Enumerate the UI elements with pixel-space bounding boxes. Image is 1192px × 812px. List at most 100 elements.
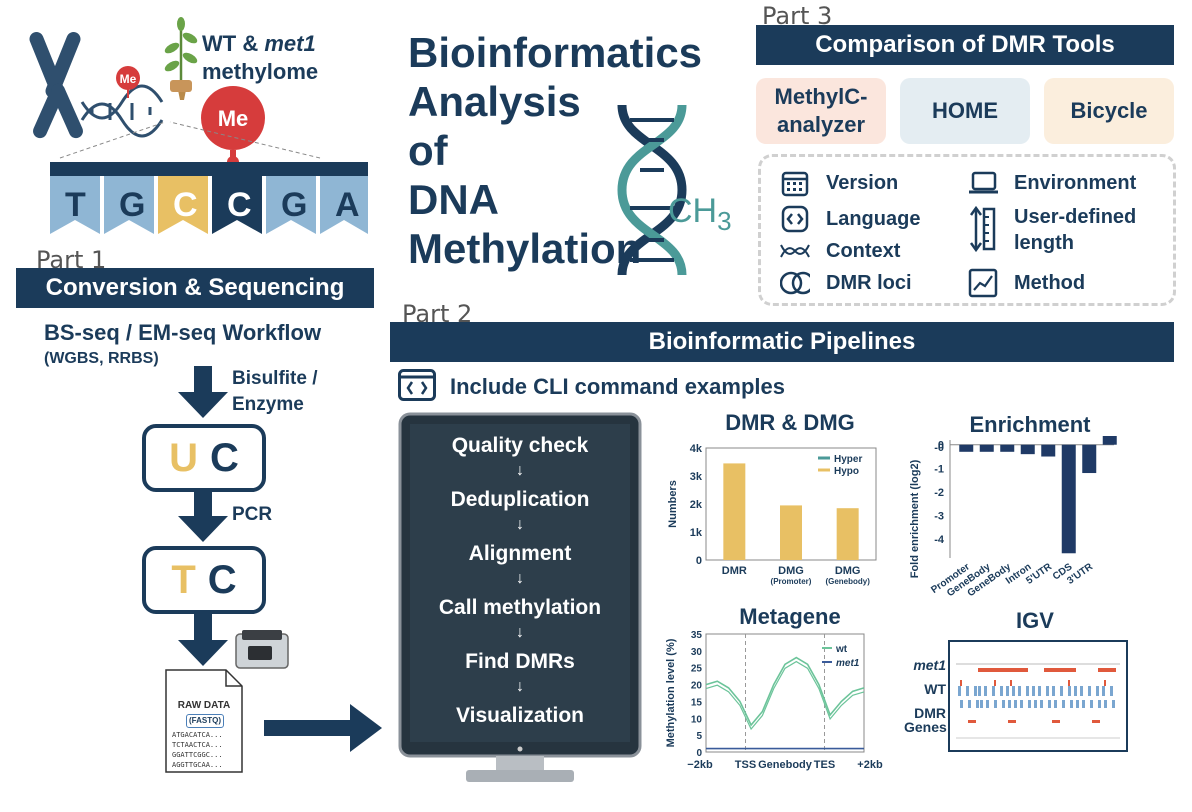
base-3: C xyxy=(173,186,198,224)
igv-label-dmr: DMR xyxy=(914,705,946,721)
down-arrow-1 xyxy=(178,366,228,423)
meta-xtick: Genebody xyxy=(758,759,813,771)
igv-wt-tick xyxy=(1006,686,1009,696)
laptop-icon xyxy=(968,168,998,198)
igv-wt-tick xyxy=(966,686,969,696)
pipeline-arrow-3: ↓ xyxy=(516,570,524,587)
igv-wt-tick xyxy=(1054,700,1057,708)
legend-wt: wt xyxy=(835,644,848,655)
tool-methylc-line2: analyzer xyxy=(776,112,866,137)
right-arrow xyxy=(264,704,382,757)
part3-header: Comparison of DMR Tools xyxy=(756,25,1174,65)
pipeline-arrow-5: ↓ xyxy=(516,678,524,695)
igv-met1-bar xyxy=(978,668,1028,672)
pcr-label: PCR xyxy=(232,504,273,525)
enr-bar xyxy=(1000,444,1015,452)
igv-wt-tick xyxy=(968,700,971,708)
igv-wt-tick xyxy=(1028,700,1031,708)
igv-wt-tick xyxy=(986,700,989,708)
title-line-4: DNA xyxy=(408,176,499,223)
base-u: U xyxy=(169,435,198,480)
enr-ylabel: Fold enrichment (log2) xyxy=(909,459,921,578)
line-chart-icon xyxy=(968,268,998,298)
meta-ytick: 35 xyxy=(691,630,703,641)
meta-wt-line-2 xyxy=(705,660,865,731)
igv-wt-tick xyxy=(958,686,961,696)
igv-wt-tick xyxy=(1080,686,1083,696)
igv-wt-tick xyxy=(1032,686,1035,696)
feature-environment: Environment xyxy=(968,168,1136,198)
igv-wt-tick xyxy=(1014,700,1017,708)
igv-wt-tick xyxy=(1026,686,1029,696)
raw-data-file: RAW DATA (FASTQ) ATGACATCA... TCTAACTCA.… xyxy=(164,668,244,774)
enr-ytick: -1 xyxy=(934,463,944,475)
igv-wt-tick xyxy=(1068,686,1071,696)
pipeline-step-2: Deduplication xyxy=(450,488,590,511)
fastq-badge: (FASTQ) xyxy=(186,714,224,728)
igv-label-genes: Genes xyxy=(904,719,947,735)
ch3-text: CH xyxy=(668,192,718,230)
sequencer-icon xyxy=(232,628,292,675)
igv-wt-red xyxy=(994,680,996,686)
igv-wt-tick xyxy=(980,700,983,708)
enrichment-chart-title: Enrichment xyxy=(969,412,1091,437)
base-1: T xyxy=(65,186,86,224)
meta-xtick: TES xyxy=(814,759,835,771)
raw-line-3: GGATTCGGC... xyxy=(172,751,223,759)
igv-wt-tick xyxy=(1102,686,1105,696)
dmr-chart-title: DMR & DMG xyxy=(725,410,855,435)
raw-line-4: AGGTTGCAA... xyxy=(172,761,223,769)
igv-wt-tick xyxy=(1012,686,1015,696)
tool-card-bicycle: Bicycle xyxy=(1044,78,1174,144)
igv-wt-red xyxy=(1068,680,1070,686)
feature-context: Context xyxy=(780,236,900,266)
feature-version-label: Version xyxy=(826,171,899,194)
feature-dmr-loci: DMR loci xyxy=(780,268,912,298)
igv-wt-tick xyxy=(1040,700,1043,708)
igv-title: IGV xyxy=(1016,608,1054,633)
meta-xtick: TSS xyxy=(735,759,756,771)
igv-tracks xyxy=(948,640,1128,752)
meta-ylabel: Methylation level (%) xyxy=(665,638,677,747)
base-5: G xyxy=(281,186,308,224)
feature-language-label: Language xyxy=(826,207,921,230)
igv-wt-tick xyxy=(1088,686,1091,696)
me-small-label: Me xyxy=(120,72,137,86)
enr-ytick: -0 xyxy=(934,442,944,454)
feature-method: Method xyxy=(968,268,1085,298)
igv-wt-tick xyxy=(1082,700,1085,708)
dmr-ytick: 0 xyxy=(696,555,702,567)
igv-wt-tick xyxy=(1002,700,1005,708)
pipeline-step-3: Alignment xyxy=(468,542,572,565)
tool-methylc-line1: MethylC- xyxy=(774,84,868,109)
igv-wt-tick xyxy=(1018,686,1021,696)
enr-bar xyxy=(979,444,994,452)
raw-data-title: RAW DATA xyxy=(177,700,231,711)
down-arrow-2 xyxy=(178,490,228,547)
tool-bicycle: Bicycle xyxy=(1070,98,1148,123)
dmr-ylabel: Numbers xyxy=(667,480,679,528)
tool-card-home: HOME xyxy=(900,78,1030,144)
igv-label-wt: WT xyxy=(924,681,946,697)
feature-method-label: Method xyxy=(1014,271,1086,294)
dmr-bar xyxy=(723,463,746,560)
igv-wt-tick xyxy=(992,686,995,696)
tool-card-methylc: MethylC- analyzer xyxy=(756,78,886,144)
igv-wt-tick xyxy=(1000,686,1003,696)
base-6: A xyxy=(335,186,360,224)
dna-helix-small-icon xyxy=(80,84,164,138)
enr-ytick: 0 xyxy=(938,440,944,452)
feature-dmr-loci-label: DMR loci xyxy=(826,271,912,294)
monitor: Quality check ↓ Deduplication ↓ Alignmen… xyxy=(398,412,642,784)
raw-line-2: TCTAACTCA... xyxy=(172,741,223,749)
ruler-icon xyxy=(968,204,998,254)
enr-bar xyxy=(1102,436,1117,445)
legend-hypo: Hypo xyxy=(834,466,859,477)
enr-ytick: -4 xyxy=(934,534,945,546)
down-arrow-3 xyxy=(178,614,228,671)
igv-wt-tick xyxy=(978,686,981,696)
part2-header: Bioinformatic Pipelines xyxy=(390,322,1174,362)
